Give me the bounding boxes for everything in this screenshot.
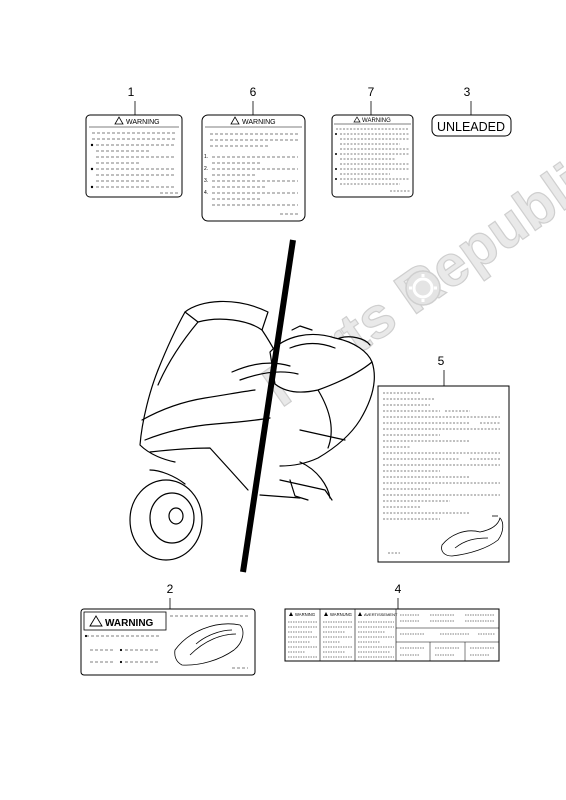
warning-title: WARNING bbox=[126, 119, 160, 126]
part-4-multilingual-label: 4 WARNING WARNUNG AVERTISSEMENT bbox=[284, 582, 500, 662]
warning-triangle-icon bbox=[358, 612, 362, 616]
warning-triangle-icon bbox=[353, 116, 361, 123]
part-7-warning-label: 7 WARNING bbox=[331, 85, 414, 198]
warning-triangle-icon bbox=[289, 612, 293, 616]
callout-number: 7 bbox=[368, 85, 375, 99]
gear-icon bbox=[405, 270, 441, 306]
callout-number: 6 bbox=[250, 85, 257, 99]
warning-title: WARNING bbox=[105, 618, 154, 629]
seat-icon bbox=[441, 515, 504, 557]
part-2-warning-label: 2 WARNING bbox=[80, 582, 256, 676]
callout-number: 1 bbox=[128, 85, 135, 99]
list-marker: 2. bbox=[204, 166, 208, 172]
part-6-warning-label: 6 WARNING 1. 2. 3. 4. bbox=[201, 85, 306, 222]
warning-title: WARNING bbox=[295, 612, 315, 617]
callout-number: 2 bbox=[167, 582, 174, 596]
list-marker: 1. bbox=[204, 154, 208, 160]
part-1-warning-label: 1 WARNING bbox=[85, 85, 183, 198]
part-3-unleaded-label: 3 UNLEADED bbox=[431, 85, 512, 137]
warning-triangle-icon bbox=[230, 116, 240, 125]
list-marker: 3. bbox=[204, 178, 208, 184]
part-5-info-label: 5 bbox=[377, 354, 510, 563]
callout-number: 5 bbox=[438, 354, 445, 368]
divider-stroke bbox=[240, 239, 296, 573]
unleaded-text: UNLEADED bbox=[437, 120, 505, 134]
warning-triangle-icon bbox=[89, 615, 103, 627]
warning-title: WARNING bbox=[242, 119, 276, 126]
seat-icon bbox=[174, 623, 244, 666]
scooter-illustration bbox=[129, 300, 375, 561]
callout-number: 3 bbox=[464, 85, 471, 99]
warning-title: WARNING bbox=[362, 118, 391, 124]
warnung-title: WARNUNG bbox=[330, 612, 352, 617]
avertissement-title: AVERTISSEMENT bbox=[364, 612, 398, 617]
list-marker: 4. bbox=[204, 190, 208, 196]
callout-number: 4 bbox=[395, 582, 402, 596]
warning-triangle-icon bbox=[324, 612, 328, 616]
warning-triangle-icon bbox=[114, 116, 124, 125]
